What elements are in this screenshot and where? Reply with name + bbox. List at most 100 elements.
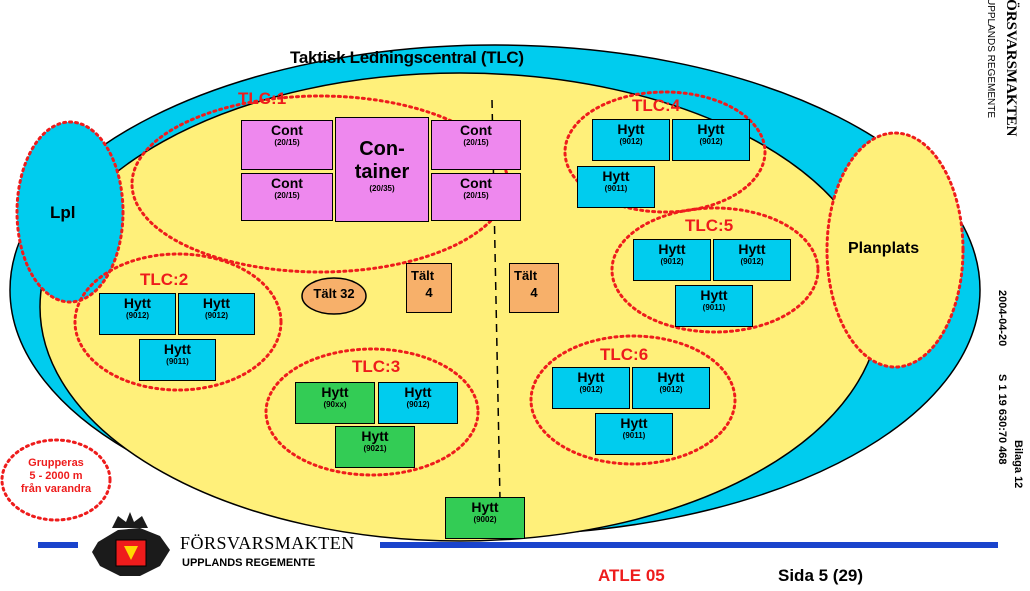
crest-logo: [92, 512, 170, 576]
unit-name: Cont: [271, 122, 303, 138]
tlc6-ring: [529, 334, 737, 466]
hytt-box: Hytt (9011): [675, 285, 753, 327]
tlc1-label: TLC:1: [238, 89, 287, 108]
unit-name: Hytt: [700, 287, 728, 303]
footer-bar-right: [380, 542, 998, 548]
tlc2-ring: [73, 252, 283, 392]
unit-name: Hytt: [202, 295, 231, 311]
unit-name: Hytt: [657, 369, 685, 385]
unit-code: (9021): [363, 444, 387, 453]
unit-name: Cont: [460, 122, 492, 138]
planplats-label: Planplats: [848, 240, 920, 257]
unit-code: (9012): [579, 385, 603, 394]
unit-code: (9012): [740, 257, 764, 266]
hytt-box: Hytt (9012): [99, 293, 176, 335]
footer-exercise: ATLE 05: [598, 566, 665, 585]
unit-name: Cont: [271, 175, 303, 191]
cont-box: Cont (20/15): [241, 173, 333, 221]
unit-name: Tält: [411, 268, 435, 283]
talt32-label: Tält 32: [313, 286, 355, 301]
hytt-box: Hytt (9012): [178, 293, 255, 335]
unit-name: Cont: [460, 175, 492, 191]
unit-code: (9011): [604, 184, 628, 193]
tlc6-label: TLC:6: [600, 345, 649, 364]
unit-code: (9012): [660, 257, 684, 266]
cont-box: Cont (20/15): [241, 120, 333, 170]
tlc3-ring: [264, 347, 480, 477]
unit-code: (20/15): [274, 191, 300, 200]
unit-code: (9012): [204, 311, 229, 320]
hytt-box: Hytt (9012): [632, 367, 710, 409]
unit-code: (9012): [659, 385, 683, 394]
hytt-box: Hytt (90xx): [295, 382, 375, 424]
container-box: Con- tainer (20/35): [335, 117, 429, 222]
note-line: Grupperas: [28, 457, 84, 469]
unit-num: 4: [530, 285, 538, 300]
note-line: 5 - 2000 m: [29, 470, 83, 482]
cont-box: Cont (20/15): [431, 120, 521, 170]
unit-code: (9002): [473, 515, 497, 524]
talt32-ellipse: [301, 277, 367, 315]
tlc4-ring: [563, 90, 767, 214]
hytt-box: Hytt (9021): [335, 426, 415, 468]
unit-code: (20/15): [463, 138, 489, 147]
unit-name: Hytt: [321, 384, 349, 400]
hytt-box: Hytt (9012): [713, 239, 791, 281]
divider-line: [491, 99, 501, 501]
unit-name: Hytt: [658, 241, 686, 257]
talt-box: Tält 4: [406, 263, 452, 313]
hytt-box: Hytt (9012): [378, 382, 458, 424]
unit-name: Hytt: [602, 168, 630, 184]
footer-bar-left: [38, 542, 78, 548]
hytt-box: Hytt (9011): [577, 166, 655, 208]
unit-num: 4: [425, 285, 433, 300]
unit-code: (9012): [619, 137, 643, 146]
tlc2-label: TLC:2: [140, 270, 189, 289]
footer-page: Sida 5 (29): [778, 566, 864, 585]
unit-code: (9011): [622, 431, 646, 440]
unit-code: (20/35): [369, 184, 395, 193]
footer-unit: UPPLANDS REGEMENTE: [182, 557, 316, 569]
hytt-box: Hytt (9011): [595, 413, 673, 455]
unit-name: Hytt: [620, 415, 648, 431]
hytt-box: Hytt (9011): [139, 339, 216, 381]
unit-code: (9012): [406, 400, 430, 409]
note-bubble: [0, 438, 112, 522]
hytt-box: Hytt (9002): [445, 497, 525, 539]
unit-code: (9011): [702, 303, 726, 312]
unit-code: (20/15): [274, 138, 300, 147]
hytt-box: Hytt (9012): [633, 239, 711, 281]
sidebar-ref: S 1 19 630:70 468: [996, 374, 1008, 465]
diagram-title: Taktisk Ledningscentral (TLC): [290, 48, 524, 67]
unit-name: Hytt: [738, 241, 766, 257]
tlc4-label: TLC:4: [632, 96, 681, 115]
unit-name: Hytt: [123, 295, 152, 311]
lpl-ellipse: [15, 120, 125, 304]
unit-code: (9012): [699, 137, 723, 146]
unit-name: Tält: [514, 268, 538, 283]
hytt-box: Hytt (9012): [592, 119, 670, 161]
sidebar-org: FÖRSVARSMAKTEN: [1003, 0, 1019, 137]
talt-box: Tält 4: [509, 263, 559, 313]
tlc5-label: TLC:5: [685, 216, 734, 235]
hytt-box: Hytt (9012): [552, 367, 630, 409]
planplats-ellipse: [825, 131, 965, 369]
unit-name: Hytt: [163, 341, 192, 357]
sidebar-attachment: Bilaga 12: [1012, 440, 1024, 489]
unit-name: Hytt: [697, 121, 725, 137]
lpl-label: Lpl: [50, 203, 76, 222]
unit-name: Con-: [359, 138, 405, 160]
unit-name: Hytt: [617, 121, 645, 137]
unit-name: Hytt: [577, 369, 605, 385]
unit-name: Hytt: [361, 428, 389, 444]
unit-name: Hytt: [471, 499, 499, 515]
tlc5-ring: [610, 206, 820, 334]
footer-org: FÖRSVARSMAKTEN: [180, 533, 355, 553]
sidebar-unit: UPPLANDS REGEMENTE: [985, 0, 996, 119]
note-line: från varandra: [20, 483, 92, 495]
unit-code: (9011): [166, 357, 189, 366]
unit-code: (90xx): [323, 400, 347, 409]
unit-name: Hytt: [404, 384, 432, 400]
cont-box: Cont (20/15): [431, 173, 521, 221]
tlc3-label: TLC:3: [352, 357, 401, 376]
